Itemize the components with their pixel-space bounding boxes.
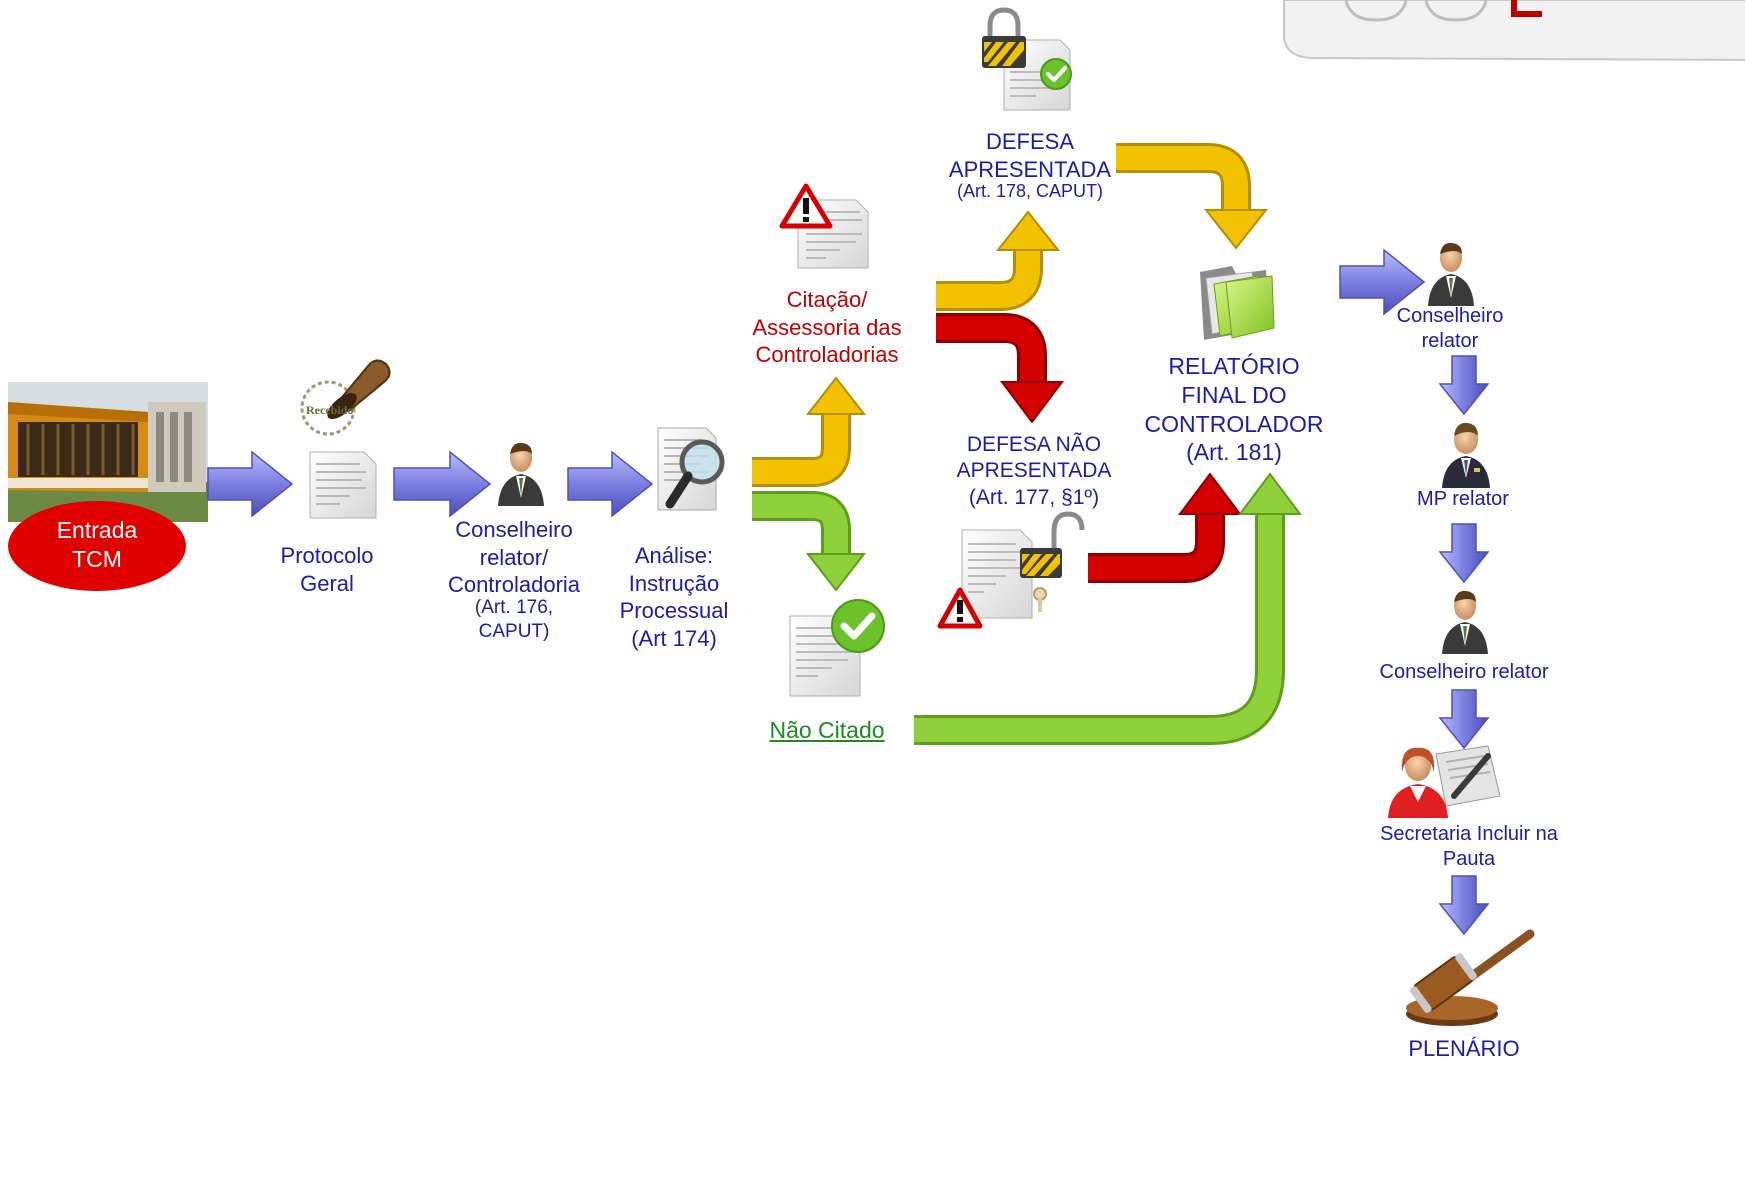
lock-check-document-icon <box>980 6 1080 111</box>
secretary-icon <box>1384 742 1504 818</box>
defesa-apresentada-ref: (Art. 178, CAPUT) <box>956 181 1104 201</box>
gavel-icon <box>1400 928 1536 1028</box>
defesa-apresentada-label: DEFESA APRESENTADA <box>948 129 1112 182</box>
folder-icon <box>1192 262 1276 344</box>
unlock-warning-document-icon <box>936 508 1085 632</box>
arrow-down-4 <box>1438 875 1490 936</box>
relatorio-final-label: RELATÓRIO FINAL DO CONTROLADOR (Art. 181… <box>1144 353 1324 466</box>
check-document-icon <box>788 596 888 698</box>
arrow-down-1 <box>1438 355 1490 416</box>
nao-citado-label[interactable]: Não Citado <box>769 717 885 743</box>
analise-label: Análise: Instrução Processual (Art 174) <box>619 543 729 651</box>
magnifier-document-icon <box>652 424 732 520</box>
defesa-nao-apresentada-label: DEFESA NÃO APRESENTADA (Art. 177, §1º) <box>956 433 1112 509</box>
arrow-down-2 <box>1438 523 1490 584</box>
conselheiro-controladoria-label: Conselheiro relator/ Controladoria <box>447 517 581 597</box>
logo-icon <box>1283 0 1745 61</box>
citacao-label: Citação/ Assessoria das Controladorias <box>752 287 902 367</box>
conselheiro-relator-2-label: Conselheiro relator <box>1379 661 1549 683</box>
logo-corner <box>1276 0 1745 61</box>
arrow-entrada-protocolo <box>207 450 294 518</box>
protocolo-label: Protocolo Geral <box>280 543 374 596</box>
arrow-protocolo-conselheiro <box>393 450 492 518</box>
arrow-down-3 <box>1438 689 1490 750</box>
person-icon <box>1426 238 1476 306</box>
secretaria-label: Secretaria Incluir na Pauta <box>1380 823 1558 870</box>
conselheiro-controladoria-ref: (Art. 176, CAPUT) <box>474 597 554 642</box>
conselheiro-relator-1-label: Conselheiro relator <box>1396 305 1504 352</box>
arrow-conselheiro-analise <box>567 450 654 518</box>
person-icon <box>496 438 546 506</box>
entrada-oval <box>8 501 186 591</box>
warning-document-icon <box>779 183 870 269</box>
prosecutor-icon <box>1440 420 1492 488</box>
entrada-label: Entrada TCM <box>56 517 138 572</box>
plenario-label: PLENÁRIO <box>1408 1036 1520 1061</box>
arrow-relatorio-conselheiro <box>1339 248 1426 316</box>
stamp-icon: Recebido <box>298 346 398 438</box>
document-icon <box>309 451 377 519</box>
svg-text:Recebido: Recebido <box>306 403 353 417</box>
person-icon <box>1440 586 1490 654</box>
mp-relator-label: MP relator <box>1417 488 1509 510</box>
